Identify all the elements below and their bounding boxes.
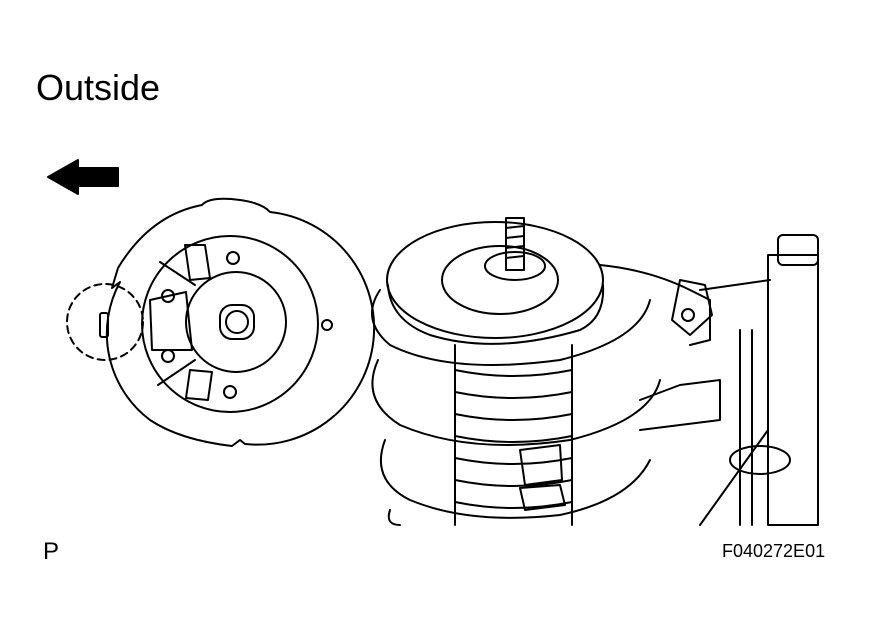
dashed-circle-icon <box>66 283 144 361</box>
figure-code: F040272E01 <box>722 541 826 561</box>
support-plate-top-view <box>99 197 376 447</box>
corner-label-left: P <box>43 538 60 565</box>
strut-assembly <box>371 217 819 526</box>
diagram-title: Outside <box>36 67 161 108</box>
arrow-left-icon <box>47 159 119 195</box>
